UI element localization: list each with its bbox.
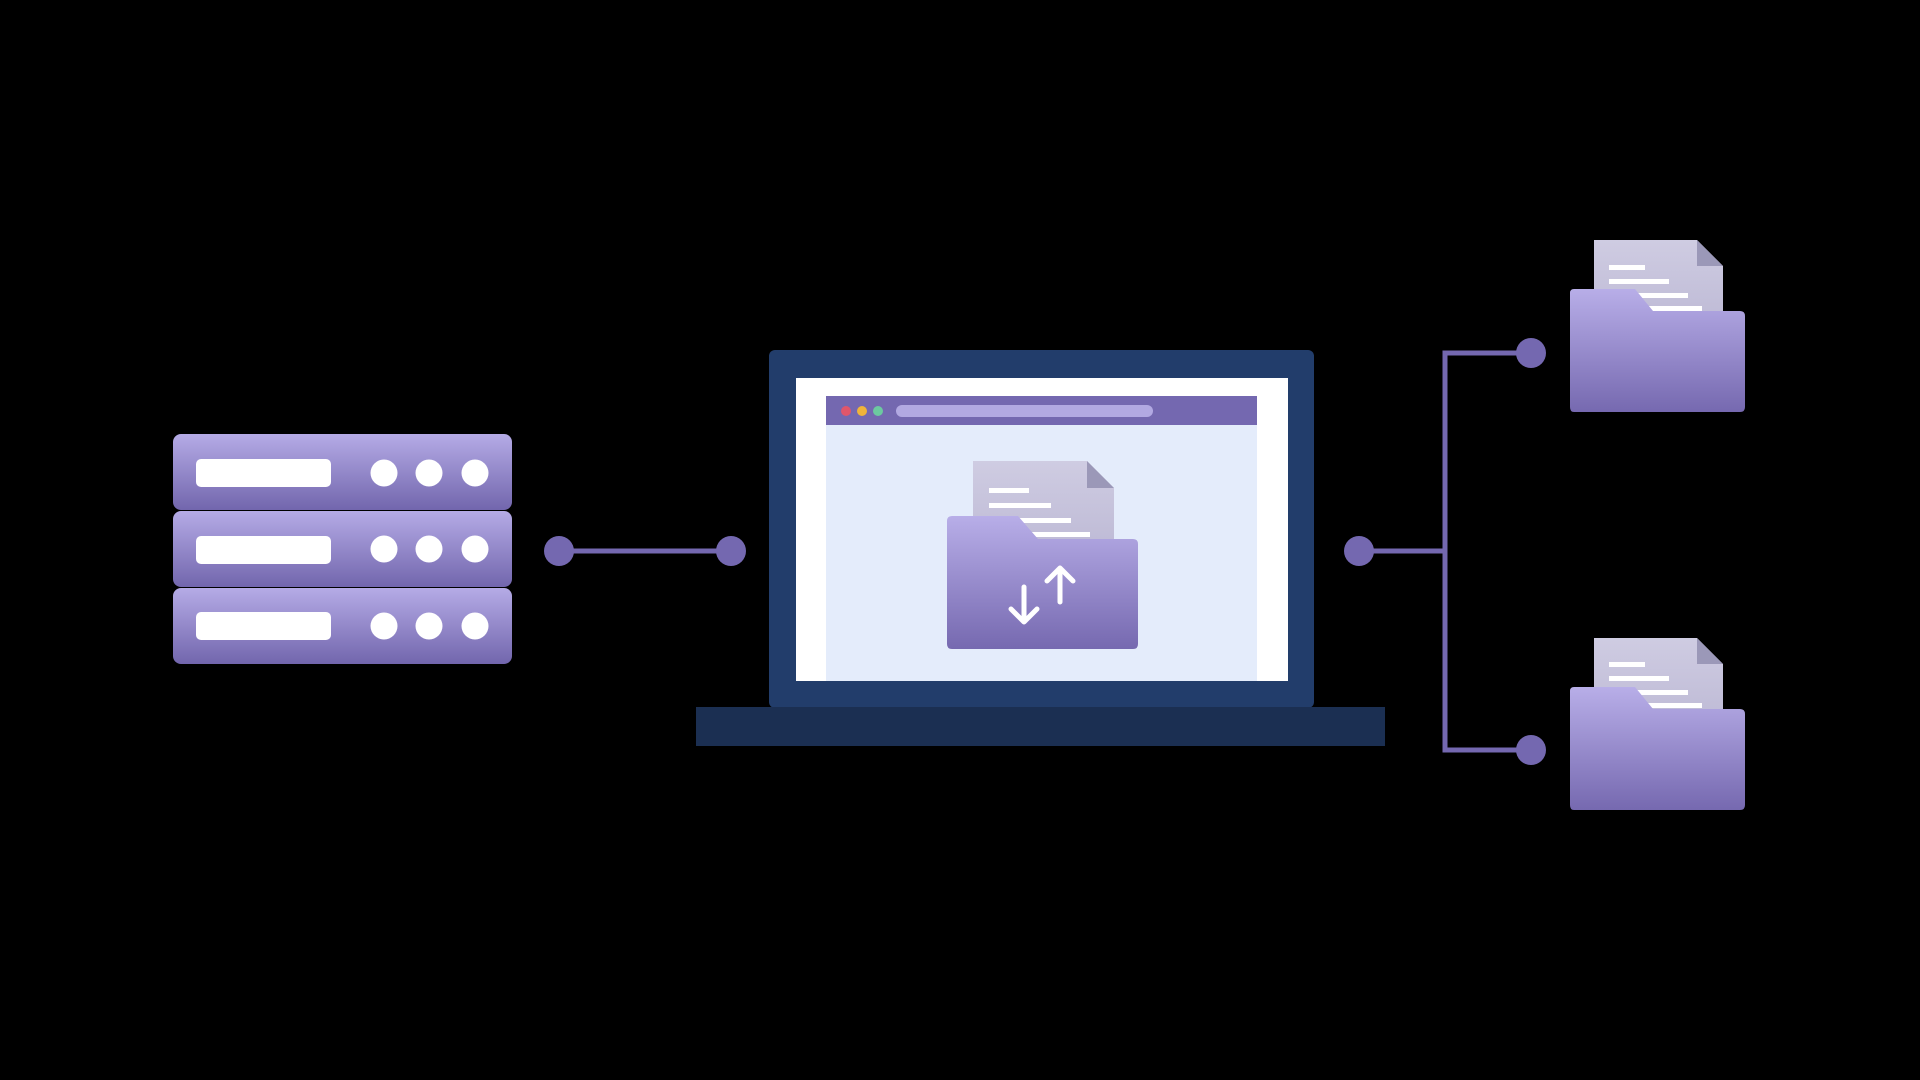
- server-unit: [173, 434, 512, 510]
- server-led: [415, 612, 443, 640]
- folder-body: [947, 516, 1138, 649]
- server-rack-icon: [173, 434, 512, 664]
- window-address-bar: [896, 405, 1153, 417]
- laptop-base: [696, 707, 1385, 746]
- window-minimize-dot: [857, 406, 867, 416]
- window-close-dot: [841, 406, 851, 416]
- server-led: [461, 612, 489, 640]
- document-folder-icon: [1570, 638, 1745, 810]
- server-led: [370, 459, 398, 487]
- window-maximize-dot: [873, 406, 883, 416]
- server-slot: [196, 459, 331, 487]
- folder-body: [1570, 289, 1745, 412]
- connector-node: [1516, 338, 1546, 368]
- transfer-arrows-icon: [1008, 565, 1076, 625]
- folder-transfer-icon: [947, 461, 1138, 649]
- server-led: [461, 459, 489, 487]
- server-led: [415, 459, 443, 487]
- server-led: [370, 612, 398, 640]
- connector-server-laptop: [544, 536, 746, 566]
- folder-body: [1570, 687, 1745, 810]
- server-unit: [173, 511, 512, 587]
- connector-node: [1344, 536, 1374, 566]
- laptop-icon: [696, 350, 1385, 746]
- connector-node: [1516, 735, 1546, 765]
- document-folder-icon: [1570, 240, 1745, 412]
- server-unit: [173, 588, 512, 664]
- connector-node: [544, 536, 574, 566]
- connector-laptop-folders: [1344, 338, 1546, 765]
- server-slot: [196, 536, 331, 564]
- server-led: [461, 535, 489, 563]
- server-led: [415, 535, 443, 563]
- server-led: [370, 535, 398, 563]
- connector-node: [716, 536, 746, 566]
- server-slot: [196, 612, 331, 640]
